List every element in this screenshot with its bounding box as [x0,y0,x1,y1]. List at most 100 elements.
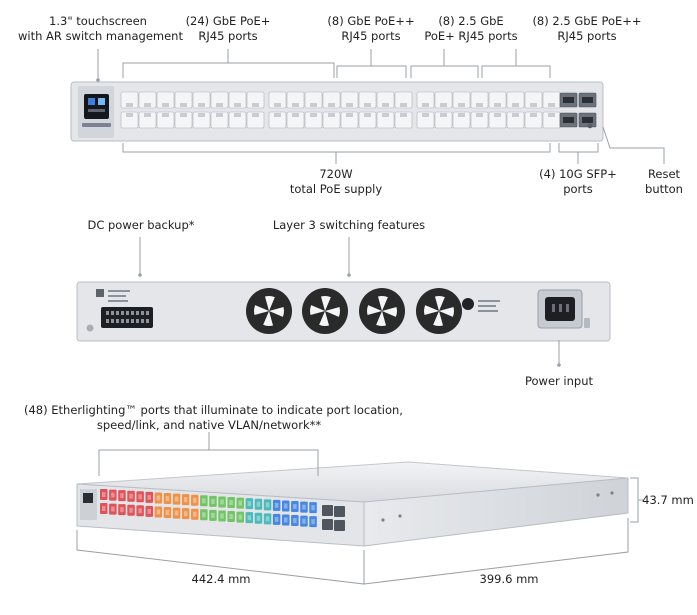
etherlighting-port[interactable] [163,507,172,519]
rj45-port[interactable] [376,111,395,129]
port-latch[interactable] [252,113,259,117]
rj45-port[interactable] [416,91,435,109]
port-latch[interactable] [252,103,259,107]
port-opening[interactable] [274,516,279,522]
rj45-port[interactable] [228,91,247,109]
port-latch[interactable] [364,103,371,107]
etherlighting-port[interactable] [227,511,235,523]
sfp-port[interactable] [334,506,345,517]
port-latch[interactable] [422,103,429,107]
rj45-port[interactable] [506,91,525,109]
port-latch[interactable] [382,103,389,107]
port-latch[interactable] [234,113,241,117]
rj45-port[interactable] [394,91,413,109]
port-opening[interactable] [265,516,270,522]
port-latch[interactable] [198,103,205,107]
reset-button[interactable] [587,123,593,129]
port-opening[interactable] [247,501,252,507]
port-opening[interactable] [129,493,133,499]
port-latch[interactable] [400,113,407,117]
port-latch[interactable] [494,103,501,107]
port-latch[interactable] [144,103,151,107]
port-opening[interactable] [120,493,124,499]
port-latch[interactable] [512,113,519,117]
port-latch[interactable] [476,103,483,107]
rj45-port[interactable] [470,111,489,129]
port-latch[interactable] [346,113,353,117]
port-opening[interactable] [165,496,170,502]
rj45-port[interactable] [210,91,229,109]
port-latch[interactable] [292,103,299,107]
port-latch[interactable] [292,113,299,117]
port-opening[interactable] [156,509,161,515]
rj45-port[interactable] [304,111,323,129]
rj45-port[interactable] [506,111,525,129]
port-opening[interactable] [284,503,288,509]
etherlighting-port[interactable] [154,492,163,504]
etherlighting-port[interactable] [254,512,263,524]
port-latch[interactable] [458,113,465,117]
etherlighting-port[interactable] [263,499,272,511]
rj45-port[interactable] [376,91,395,109]
rj45-port[interactable] [246,91,265,109]
sfp-port[interactable] [334,520,345,531]
etherlighting-port[interactable] [300,515,308,527]
port-opening[interactable] [265,502,270,508]
port-latch[interactable] [440,113,447,117]
etherlighting-port[interactable] [272,513,281,525]
port-opening[interactable] [138,494,142,500]
etherlighting-port[interactable] [209,509,217,521]
port-latch[interactable] [310,113,317,117]
sfp-port[interactable] [322,519,333,530]
rj45-port[interactable] [470,91,489,109]
port-latch[interactable] [162,103,169,107]
etherlighting-port[interactable] [291,515,299,527]
etherlighting-port[interactable] [263,513,272,525]
rj45-port[interactable] [322,111,341,129]
port-latch[interactable] [476,113,483,117]
rj45-port[interactable] [210,111,229,129]
port-opening[interactable] [193,511,197,517]
rj45-port[interactable] [434,91,453,109]
port-opening[interactable] [220,513,224,519]
port-latch[interactable] [144,113,151,117]
rj45-port[interactable] [358,91,377,109]
etherlighting-port[interactable] [163,493,172,505]
rj45-port[interactable] [488,111,507,129]
etherlighting-port[interactable] [118,504,126,516]
rj45-port[interactable] [120,111,139,129]
port-opening[interactable] [229,500,233,506]
port-opening[interactable] [293,504,297,510]
port-opening[interactable] [111,492,115,498]
port-latch[interactable] [328,113,335,117]
port-latch[interactable] [364,113,371,117]
port-opening[interactable] [156,495,161,501]
port-latch[interactable] [216,103,223,107]
port-opening[interactable] [102,492,106,497]
port-latch[interactable] [382,113,389,117]
port-opening[interactable] [274,502,279,508]
port-opening[interactable] [238,500,243,506]
port-latch[interactable] [400,103,407,107]
port-latch[interactable] [440,103,447,107]
port-latch[interactable] [126,113,133,117]
port-latch[interactable] [530,103,537,107]
rj45-port[interactable] [434,111,453,129]
etherlighting-port[interactable] [181,508,190,520]
etherlighting-port[interactable] [181,494,190,506]
etherlighting-port[interactable] [254,498,263,510]
port-latch[interactable] [548,113,555,117]
port-opening[interactable] [183,511,188,517]
etherlighting-port[interactable] [236,511,245,523]
port-opening[interactable] [129,507,133,513]
etherlighting-port[interactable] [118,490,126,502]
port-opening[interactable] [183,497,188,503]
port-opening[interactable] [138,508,142,514]
rj45-port[interactable] [120,91,139,109]
rj45-port[interactable] [156,91,175,109]
etherlighting-port[interactable] [109,503,117,515]
rj45-port[interactable] [192,91,211,109]
etherlighting-port[interactable] [136,505,144,517]
rj45-port[interactable] [452,91,471,109]
rj45-port[interactable] [192,111,211,129]
